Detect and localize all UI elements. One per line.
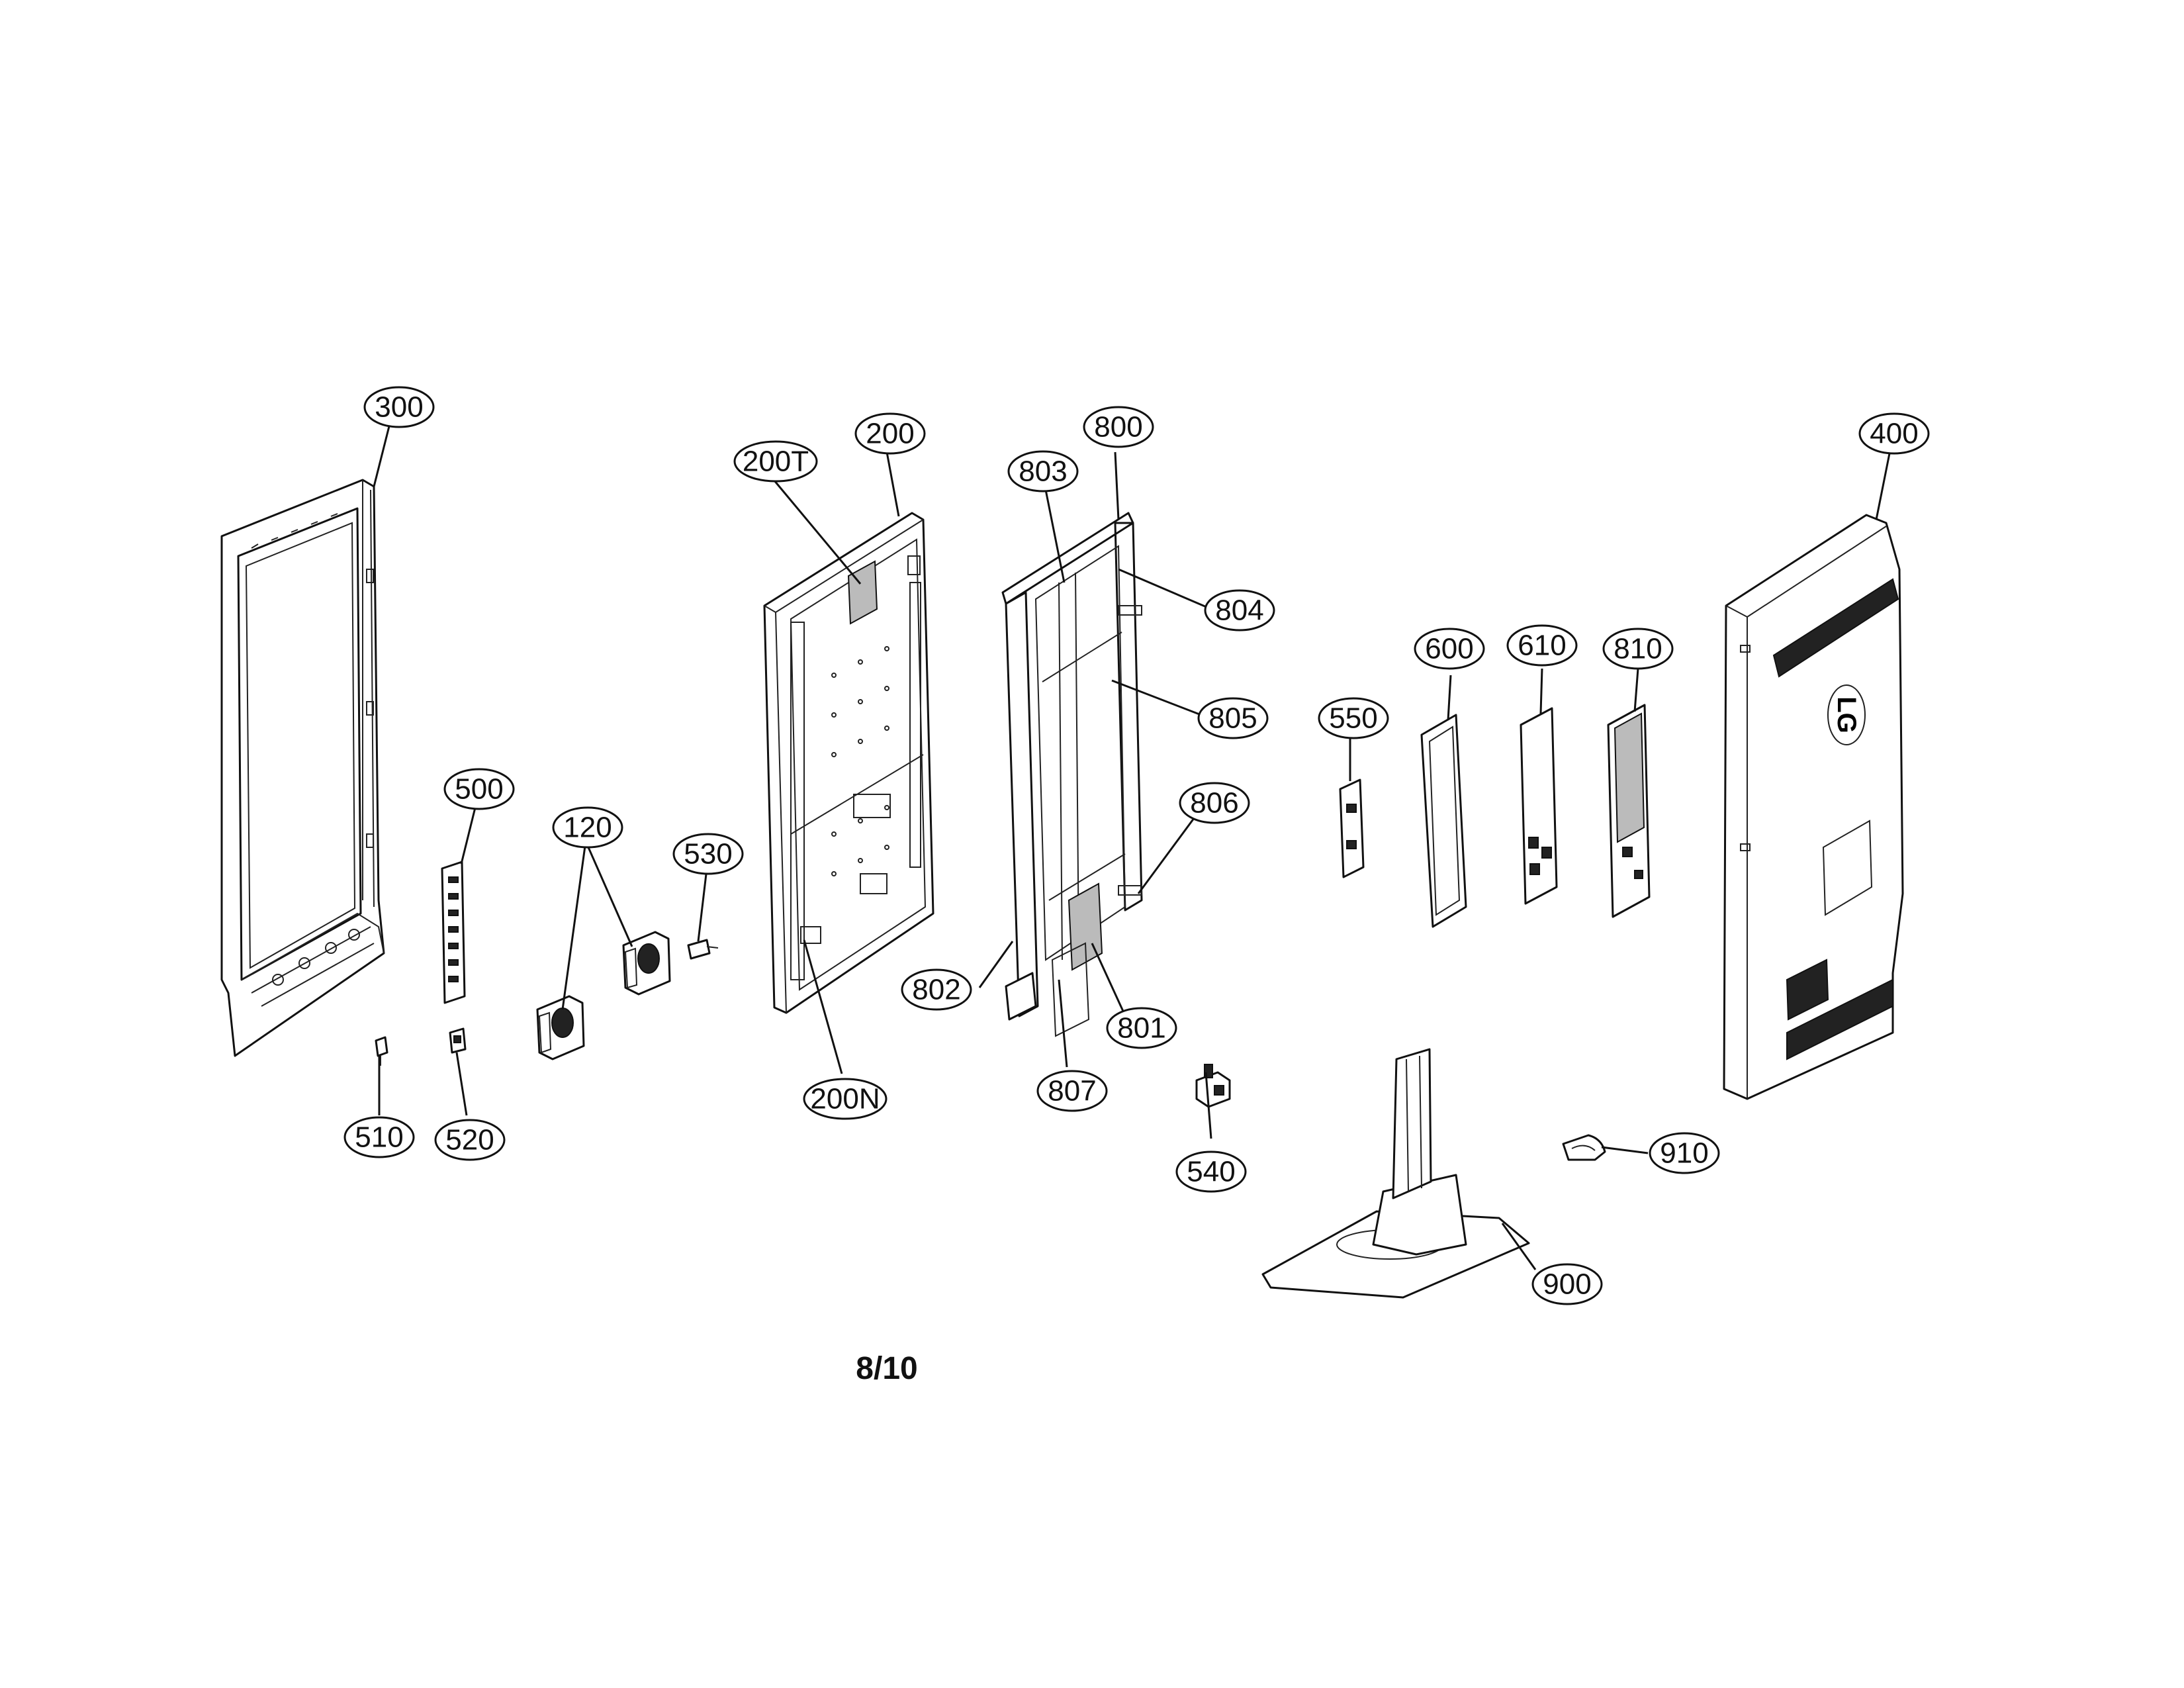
part-900-stand [1261, 1048, 1530, 1299]
callout-200N: 200N [803, 1078, 887, 1120]
svg-text:805: 805 [1208, 702, 1257, 735]
leader-lines [373, 420, 1891, 1270]
svg-text:610: 610 [1518, 630, 1566, 662]
svg-text:400: 400 [1870, 418, 1918, 450]
svg-text:910: 910 [1660, 1137, 1708, 1170]
callout-810: 810 [1602, 628, 1674, 670]
part-810-board [1607, 704, 1651, 918]
callout-200T: 200T [733, 440, 818, 483]
part-300-front-cabinet [220, 479, 385, 1057]
callout-805: 805 [1197, 697, 1269, 739]
svg-text:600: 600 [1425, 633, 1473, 665]
svg-text:540: 540 [1187, 1156, 1235, 1188]
svg-text:803: 803 [1019, 455, 1067, 488]
svg-text:900: 900 [1543, 1268, 1591, 1301]
part-120-speaker-left [536, 995, 585, 1060]
svg-text:800: 800 [1094, 411, 1142, 444]
svg-text:807: 807 [1048, 1075, 1096, 1107]
part-800-main-frame [1001, 512, 1143, 1037]
part-400-back-cover [1723, 514, 1904, 1100]
callout-610: 610 [1506, 624, 1578, 667]
part-550-board [1339, 778, 1365, 878]
callout-801: 801 [1106, 1007, 1177, 1049]
callout-200: 200 [854, 412, 926, 455]
svg-text:510: 510 [355, 1121, 403, 1154]
svg-text:300: 300 [375, 391, 423, 424]
part-610-board [1520, 707, 1558, 905]
svg-text:200: 200 [866, 418, 914, 450]
callout-807: 807 [1036, 1070, 1108, 1112]
callout-550: 550 [1318, 697, 1389, 739]
part-540-bracket [1195, 1064, 1231, 1108]
callout-530: 530 [672, 833, 744, 875]
callout-510: 510 [343, 1116, 415, 1158]
callout-804: 804 [1204, 589, 1275, 632]
callout-500: 500 [443, 768, 515, 810]
callout-800: 800 [1083, 406, 1154, 448]
callout-600: 600 [1414, 628, 1485, 670]
svg-text:804: 804 [1215, 594, 1263, 627]
svg-text:200N: 200N [810, 1083, 880, 1115]
part-500-key-pcb [441, 861, 466, 1004]
part-200-lcd-panel [763, 512, 934, 1014]
svg-text:120: 120 [563, 812, 612, 844]
svg-text:550: 550 [1329, 702, 1377, 735]
page-number: 8/10 [856, 1351, 918, 1386]
svg-text:500: 500 [455, 773, 503, 806]
svg-text:200T: 200T [743, 445, 809, 478]
svg-text:520: 520 [445, 1124, 494, 1156]
callout-400: 400 [1858, 412, 1930, 455]
part-910-stand-cover [1562, 1134, 1606, 1161]
callout-120: 120 [552, 806, 623, 849]
part-510-ir-lens [375, 1036, 388, 1066]
callout-540: 540 [1175, 1150, 1247, 1193]
callout-803: 803 [1007, 450, 1079, 492]
callout-520: 520 [434, 1119, 506, 1161]
callout-806: 806 [1179, 782, 1250, 824]
callout-900: 900 [1531, 1263, 1603, 1305]
callout-802: 802 [901, 968, 972, 1011]
callout-300: 300 [363, 386, 435, 428]
lg-logo: LG [1832, 696, 1861, 733]
svg-text:810: 810 [1614, 633, 1662, 665]
part-530-bracket [687, 939, 719, 960]
svg-text:802: 802 [912, 974, 960, 1006]
callout-910: 910 [1649, 1132, 1720, 1174]
svg-text:801: 801 [1117, 1012, 1165, 1045]
part-120-speaker-right [622, 931, 671, 996]
part-600-board [1420, 714, 1467, 928]
svg-text:530: 530 [684, 838, 732, 870]
svg-text:806: 806 [1190, 787, 1238, 820]
part-520-led-lens [449, 1027, 467, 1054]
